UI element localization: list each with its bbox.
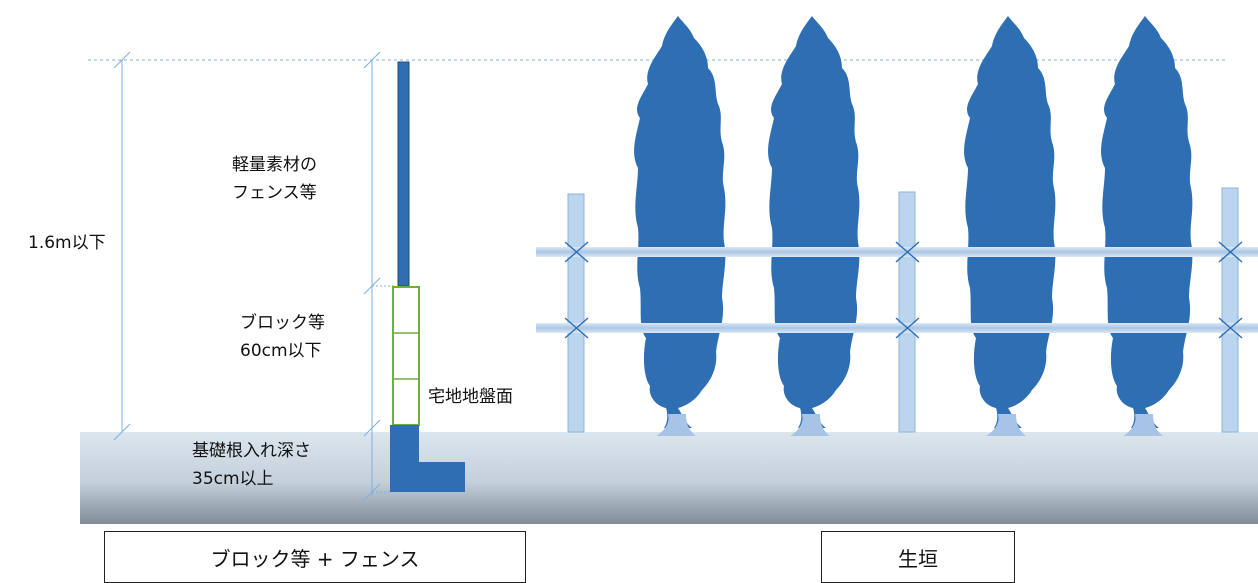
foundation-label-line2: 35cm以上 (192, 469, 274, 489)
hedge-post (898, 191, 916, 433)
foundation-block (390, 425, 465, 492)
hedge-tree (768, 16, 860, 436)
hedge-post (1221, 187, 1239, 433)
ground-surface-label: 宅地地盤面 (428, 387, 513, 407)
fence-material-label-line1: 軽量素材の (232, 155, 317, 175)
block-stack (392, 286, 420, 426)
caption-block-fence: ブロック等 + フェンス (104, 531, 526, 583)
height-limit-label: 1.6m以下 (28, 233, 106, 253)
caption-hedge: 生垣 (821, 531, 1015, 583)
hedge-rail-upper (536, 247, 1258, 257)
block-label-line2: 60cm以下 (240, 341, 322, 361)
block-label-line1: ブロック等 (240, 313, 325, 333)
hedge-post (567, 193, 585, 433)
hedge-rail-lower (536, 323, 1258, 333)
fence-material-label-line2: フェンス等 (232, 183, 317, 203)
hedge-tree (1101, 16, 1193, 436)
hedge-tree (964, 16, 1056, 436)
hedge-tree (634, 16, 726, 436)
ground-slab (80, 432, 1258, 524)
tie-marks (564, 241, 1243, 339)
foundation-label-line1: 基礎根入れ深さ (192, 441, 311, 461)
fence-pole (397, 61, 410, 287)
